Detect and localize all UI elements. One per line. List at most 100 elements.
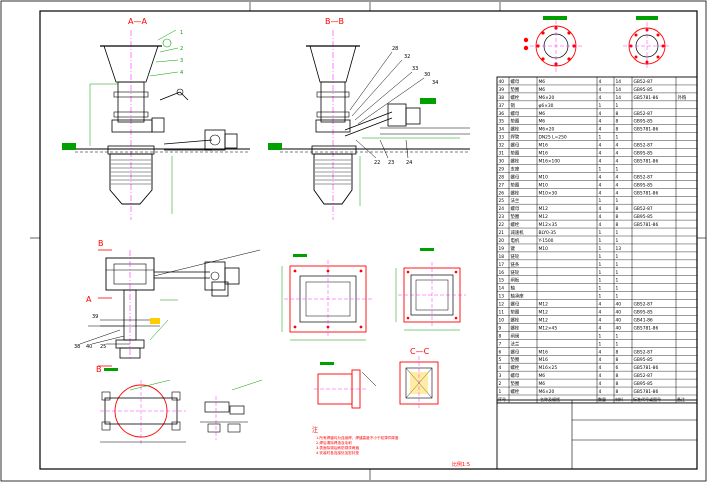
bom-cell-q2: 1: [616, 166, 619, 172]
bom-cell-std: GB52-87: [634, 206, 653, 212]
bom-cell-qty: 1: [599, 254, 602, 260]
bom-cell-qty: 4: [599, 174, 602, 180]
bom-cell-q2: 4: [616, 182, 619, 188]
bom-header-material: 材料: [615, 396, 623, 402]
notes-block: 注 1.所有焊缝均为连续焊，焊缝高度不小于较薄件厚度 2.焊后清除焊渣及毛刺 3…: [312, 426, 470, 468]
bom-cell-std: GB95-85: [634, 357, 653, 363]
bom-cell-spec: Y-1500: [538, 238, 554, 244]
bom-cell-qty: 4: [599, 373, 602, 379]
bom-cell-name: 螺栓: [511, 157, 520, 164]
bom-cell-q2: 6: [616, 365, 619, 371]
svg-text:4: 4: [180, 70, 183, 76]
title-block: [496, 399, 698, 470]
note-line-4: 4.安装时各连接处加密封垫: [316, 450, 359, 455]
callout-34: 34: [432, 80, 438, 86]
callout-24: 24: [406, 160, 412, 166]
bom-cell-q2: 8: [616, 389, 619, 395]
bom-cell-q2: 40: [616, 325, 622, 331]
bom-cell-no: 33: [499, 135, 505, 141]
bom-cell-spec: M6: [539, 381, 546, 387]
callout-33: 33: [412, 66, 418, 72]
view-b-label: B: [98, 239, 104, 248]
bom-cell-qty: 1: [599, 103, 602, 109]
bom-cell-no: 3: [499, 373, 502, 379]
bom-cell-q2: 40: [616, 302, 622, 308]
bom-cell-q2: 8: [616, 111, 619, 117]
bom-cell-std: GB95-85: [634, 151, 653, 157]
bom-cell-q2: 8: [616, 127, 619, 133]
bom-cell-qty: 1: [599, 135, 602, 141]
bom-cell-spec: M16: [539, 143, 549, 149]
bom-cell-q2: 8: [616, 349, 619, 355]
bom-cell-name: 闸板: [511, 277, 520, 284]
bom-cell-spec: M6×20: [539, 95, 555, 101]
bom-cell-spec: M12: [539, 310, 549, 316]
bom-cell-name: 垫圈: [511, 150, 520, 157]
bom-cell-no: 14: [499, 286, 505, 292]
bom-cell-spec: M6: [539, 119, 546, 125]
bom-cell-std: GB95-85: [634, 381, 653, 387]
view-c-c: C—C: [399, 347, 439, 410]
b-b-callouts: 28 32 33 30 34 22 23 24: [374, 46, 438, 166]
bom-cell-q2: 13: [616, 246, 622, 252]
bom-cell-name: 螺栓: [511, 324, 520, 331]
notes-heading: 注: [312, 426, 318, 434]
bom-cell-name: 支座: [511, 165, 520, 172]
view-a-a: A—A: [62, 17, 250, 220]
bom-cell-qty: 4: [599, 119, 602, 125]
bom-cell-qty: 1: [599, 294, 602, 300]
bom-cell-no: 32: [499, 143, 505, 149]
bom-cell-no: 34: [499, 127, 505, 133]
bom-cell-q2: 40: [616, 310, 622, 316]
bom-cell-qty: 1: [599, 278, 602, 284]
bom-cell-name: 链轮: [511, 253, 520, 260]
bom-cell-q2: 4: [616, 174, 619, 180]
bom-cell-q2: 8: [616, 222, 619, 228]
bom-cell-qty: 1: [599, 341, 602, 347]
bom-cell-name: 垫圈: [511, 181, 520, 188]
bom-cell-q2: 1: [616, 278, 619, 284]
bom-cell-qty: 1: [599, 262, 602, 268]
bom-cell-q2: 1: [616, 254, 619, 260]
bom-cell-q2: 1: [616, 262, 619, 268]
bom-cell-qty: 4: [599, 95, 602, 101]
bom-cell-name: 螺母: [511, 173, 520, 180]
bom-cell-qty: 1: [599, 333, 602, 339]
bom-cell-no: 6: [499, 349, 502, 355]
bom-cell-name: 垫圈: [511, 86, 520, 93]
bom-cell-qty: 4: [599, 182, 602, 188]
bom-cell-no: 20: [499, 238, 505, 244]
bom-cell-name: 轴承座: [511, 293, 525, 300]
bom-cell-name: 减速机: [511, 229, 525, 236]
bom-cell-std: GB5781-86: [634, 190, 659, 196]
callout-22: 22: [374, 160, 380, 166]
bom-cell-name: 螺母: [511, 372, 520, 379]
bom-cell-q2: 8: [616, 381, 619, 387]
bom-cell-no: 24: [499, 206, 505, 212]
bom-cell-spec: M6: [539, 373, 546, 379]
bom-cell-no: 11: [499, 310, 505, 316]
bom-cell-q2: 8: [616, 119, 619, 125]
bom-cell-q2: 1: [616, 286, 619, 292]
bom-cell-q2: 14: [616, 79, 622, 85]
bom-cell-qty: 4: [599, 357, 602, 363]
bom-cell-q2: 8: [616, 214, 619, 220]
bom-cell-std: GB52-87: [634, 349, 653, 355]
bom-cell-name: 法兰: [511, 197, 520, 204]
